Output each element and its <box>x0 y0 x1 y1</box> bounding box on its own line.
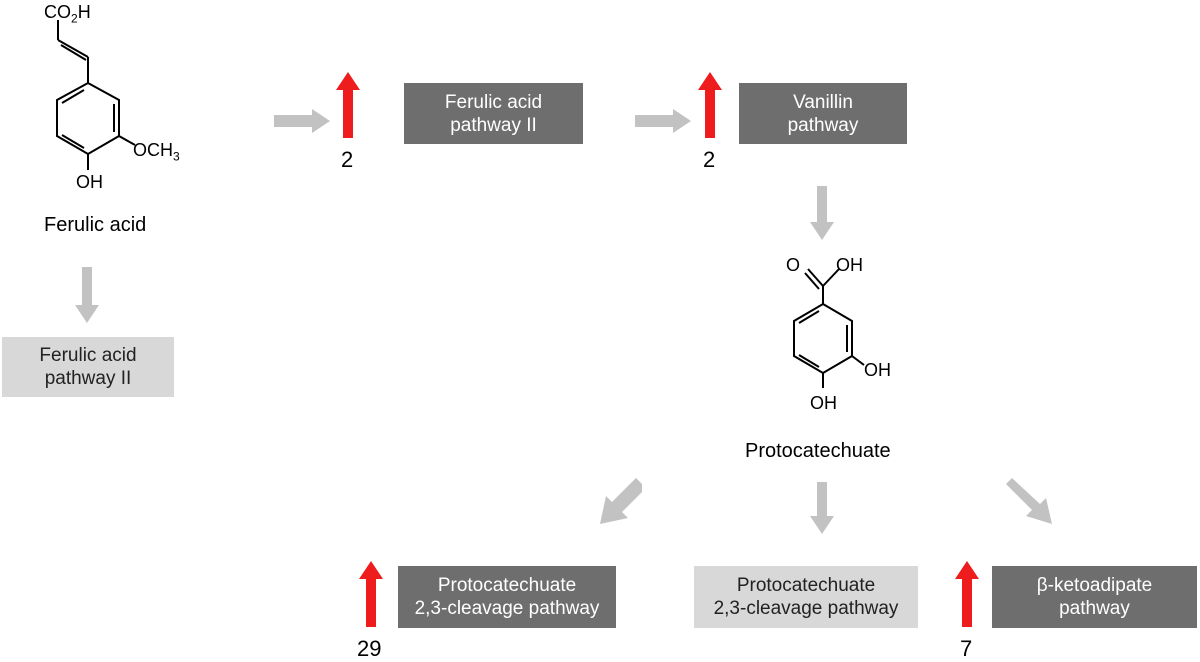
box-line2: 2,3-cleavage pathway <box>713 598 899 619</box>
flow-arrow-right-1 <box>274 109 330 133</box>
pca-oh-top-label: OH <box>836 255 863 275</box>
box-line1: Protocatechuate <box>736 575 876 596</box>
box-vanillin-pathway: Vanillin pathway <box>739 83 907 144</box>
up-arrow-ferulic <box>336 72 360 138</box>
flow-arrow-diag-right <box>1006 478 1052 524</box>
pca-oh-right-label: OH <box>864 360 891 380</box>
box-line1: Vanillin <box>793 91 853 113</box>
box-pca-23-cleavage-dark: Protocatechuate 2,3-cleavage pathway <box>398 566 616 628</box>
box-pca-23-cleavage-light: Protocatechuate 2,3-cleavage pathway <box>694 566 918 628</box>
flow-arrow-down-1 <box>75 267 99 323</box>
box-ferulic-acid-pathway-left: Ferulic acid pathway II <box>2 337 174 397</box>
up-arrow-pca23 <box>359 561 383 627</box>
flow-arrow-diag-left <box>600 478 642 524</box>
methoxy-label: OCH3 <box>133 140 180 164</box>
box-line1: Ferulic acid <box>39 345 137 366</box>
flow-arrow-down-3 <box>810 482 834 534</box>
count-pca23: 29 <box>357 636 382 661</box>
ferulic-acid-name: Ferulic acid <box>44 214 147 236</box>
box-line2: 2,3-cleavage pathway <box>414 598 600 619</box>
box-line1: Ferulic acid <box>444 91 543 113</box>
box-beta-ketoadipate-pathway: β-ketoadipate pathway <box>992 566 1197 628</box>
count-vanillin: 2 <box>703 147 716 172</box>
box-line2: pathway II <box>450 114 537 136</box>
carboxyl-label: CO2H <box>44 2 91 26</box>
flow-arrow-right-2 <box>635 109 691 133</box>
box-ferulic-acid-pathway-top: Ferulic acid pathway II <box>404 83 583 144</box>
box-line2: pathway II <box>44 368 132 389</box>
up-arrow-ketoadipate <box>955 561 979 627</box>
up-arrow-vanillin <box>698 72 722 138</box>
count-ferulic: 2 <box>341 147 354 172</box>
box-line2: pathway <box>1059 598 1130 619</box>
pca-oh-bottom-label: OH <box>810 393 837 413</box>
count-ketoadipate: 7 <box>960 636 973 661</box>
protocatechuate-name: Protocatechuate <box>745 440 891 462</box>
box-line1: Protocatechuate <box>437 575 577 596</box>
flow-arrow-down-2 <box>810 186 834 240</box>
box-line2: pathway <box>787 114 859 136</box>
box-line1: β-ketoadipate <box>1036 575 1153 596</box>
pca-o-label: O <box>786 255 801 275</box>
hydroxyl-label: OH <box>76 172 103 192</box>
